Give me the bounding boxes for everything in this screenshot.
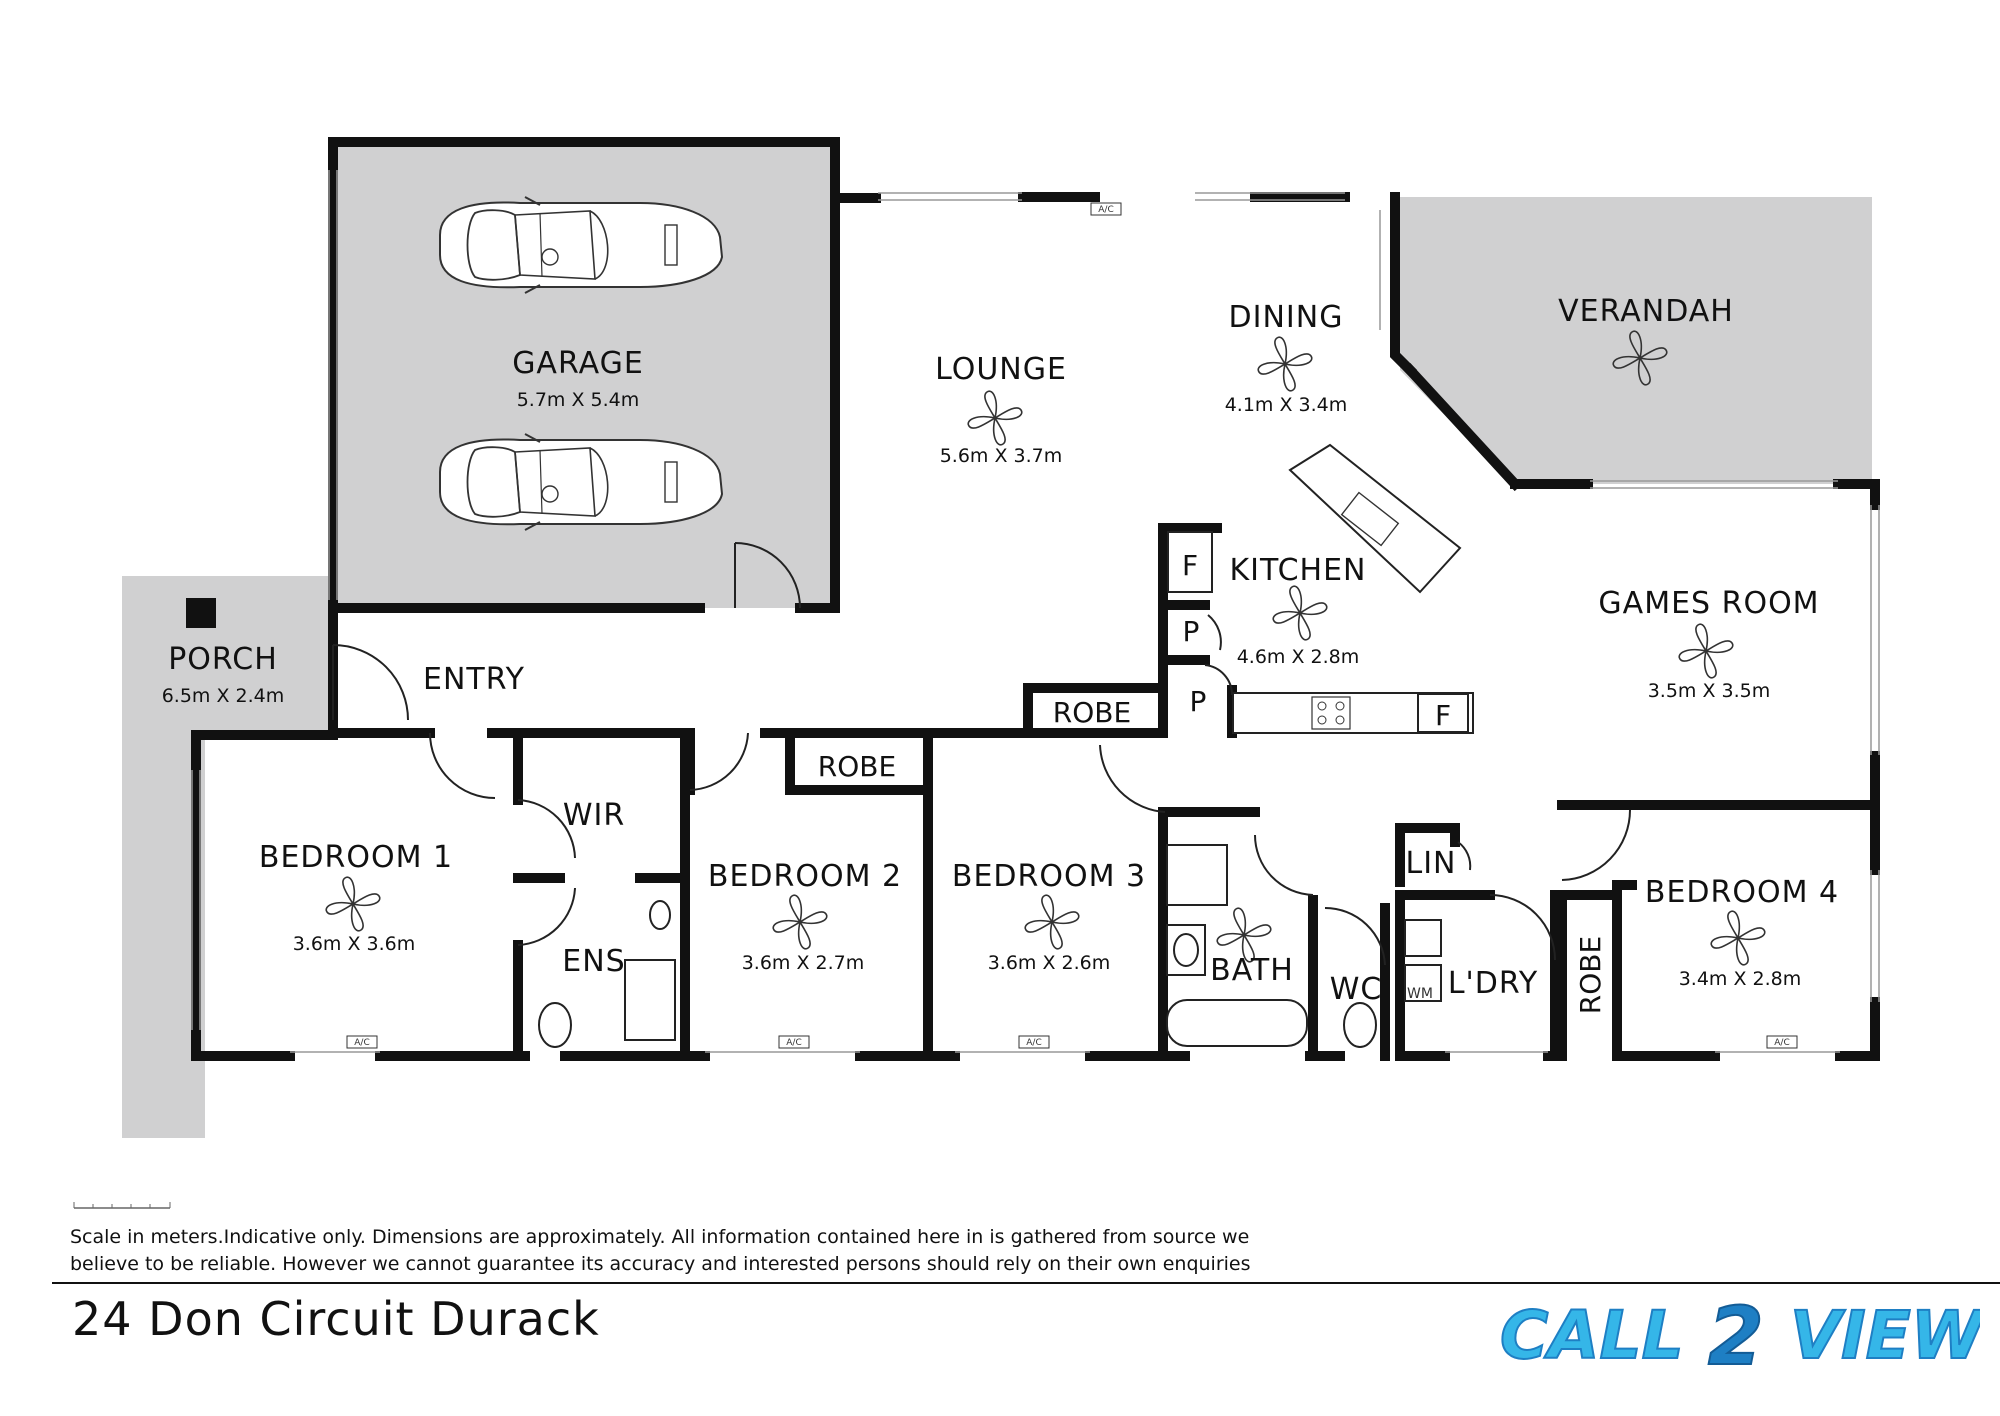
robe-label: ROBE (818, 750, 896, 783)
fridge-label: F (1435, 699, 1451, 732)
linen-label: LIN (1405, 846, 1456, 881)
walls (191, 137, 1880, 1061)
bath-label: BATH (1210, 953, 1294, 988)
ensuite-label: ENS (562, 944, 625, 979)
kitchen-label: KITCHEN (1230, 553, 1367, 588)
dining-label: DINING (1229, 300, 1344, 335)
cooktop-icon (1311, 696, 1351, 730)
bedroom-1-label: BEDROOM 1 (259, 840, 453, 875)
ac-unit-icon: A/C (1766, 1035, 1798, 1049)
robe-label: ROBE (1574, 936, 1607, 1014)
car-icon (439, 196, 723, 294)
garage-dimensions: 5.7m X 5.4m (517, 389, 640, 411)
brand-logo-part-2: 2 (1708, 1292, 1764, 1372)
brand-logo-part-3: VIEW (1790, 1297, 1980, 1372)
porch-floor (122, 576, 333, 1138)
brand-logo-part-1: CALL (1500, 1297, 1684, 1372)
doors (332, 542, 1631, 966)
property-address: 24 Don Circuit Durack (72, 1292, 600, 1346)
fan-icon (1678, 623, 1734, 679)
bedroom-3-label: BEDROOM 3 (952, 859, 1146, 894)
car-icon (439, 433, 723, 531)
lounge-label: LOUNGE (935, 352, 1067, 387)
fan-icon (1710, 910, 1766, 966)
svg-text:A/C: A/C (1026, 1038, 1041, 1048)
bedroom-1-dimensions: 3.6m X 3.6m (293, 933, 416, 955)
verandah-label: VERANDAH (1558, 294, 1734, 329)
games-room-dimensions: 3.5m X 3.5m (1648, 680, 1771, 702)
porch-dimensions: 6.5m X 2.4m (162, 685, 285, 707)
ac-unit-icon: A/C (1018, 1035, 1050, 1049)
fridge-label: F (1182, 549, 1198, 582)
svg-text:A/C: A/C (1774, 1038, 1789, 1048)
fridge-box (1167, 531, 1213, 593)
ac-unit-icon: A/C (346, 1035, 378, 1049)
svg-text:A/C: A/C (354, 1038, 369, 1048)
scale-bar (73, 1202, 171, 1209)
wc-label: WC (1330, 972, 1383, 1007)
bedroom-3-dimensions: 3.6m X 2.6m (988, 952, 1111, 974)
windows (191, 170, 1880, 1053)
robe-label: ROBE (1053, 696, 1131, 729)
disclaimer: Scale in meters.Indicative only. Dimensi… (70, 1224, 1330, 1278)
fan-icon (1257, 336, 1313, 392)
laundry-label: L'DRY (1448, 966, 1538, 1001)
garage-label: GARAGE (512, 346, 644, 381)
kitchen-island (1288, 443, 1462, 594)
ac-unit-icon: A/C (778, 1035, 810, 1049)
games-room-label: GAMES ROOM (1598, 586, 1819, 621)
brand-logo: CALL 2 VIEW (1500, 1292, 1980, 1372)
svg-text:A/C: A/C (1098, 205, 1113, 215)
fridge-box (1417, 693, 1469, 733)
bedroom-2-dimensions: 3.6m X 2.7m (742, 952, 865, 974)
verandah-floor (1400, 197, 1872, 484)
pantry-label: P (1183, 615, 1200, 648)
lounge-dimensions: 5.6m X 3.7m (940, 445, 1063, 467)
disclaimer-line-1: Scale in meters.Indicative only. Dimensi… (70, 1226, 1250, 1248)
wir-label: WIR (563, 798, 625, 833)
washing-machine-label: WM (1407, 986, 1433, 1002)
bedroom-2-label: BEDROOM 2 (708, 859, 902, 894)
fan-icon (967, 390, 1023, 446)
fan-icon (772, 894, 828, 950)
bedroom-4-dimensions: 3.4m X 2.8m (1679, 968, 1802, 990)
disclaimer-line-2: believe to be reliable. However we canno… (70, 1253, 1251, 1275)
svg-text:A/C: A/C (786, 1038, 801, 1048)
kitchen-dimensions: 4.6m X 2.8m (1237, 646, 1360, 668)
bathroom-fixtures (538, 844, 1442, 1048)
dining-dimensions: 4.1m X 3.4m (1225, 394, 1348, 416)
porch-label: PORCH (168, 642, 278, 677)
porch-post-icon (186, 598, 216, 628)
fan-icon (1272, 585, 1328, 641)
fan-icon (325, 876, 381, 932)
fan-icon (1024, 894, 1080, 950)
entry-label: ENTRY (423, 662, 525, 697)
pantry-label: P (1190, 685, 1207, 718)
bedroom-4-label: BEDROOM 4 (1645, 875, 1839, 910)
footer-divider (52, 1282, 2000, 1284)
ac-unit-icon: A/C (1090, 202, 1122, 216)
